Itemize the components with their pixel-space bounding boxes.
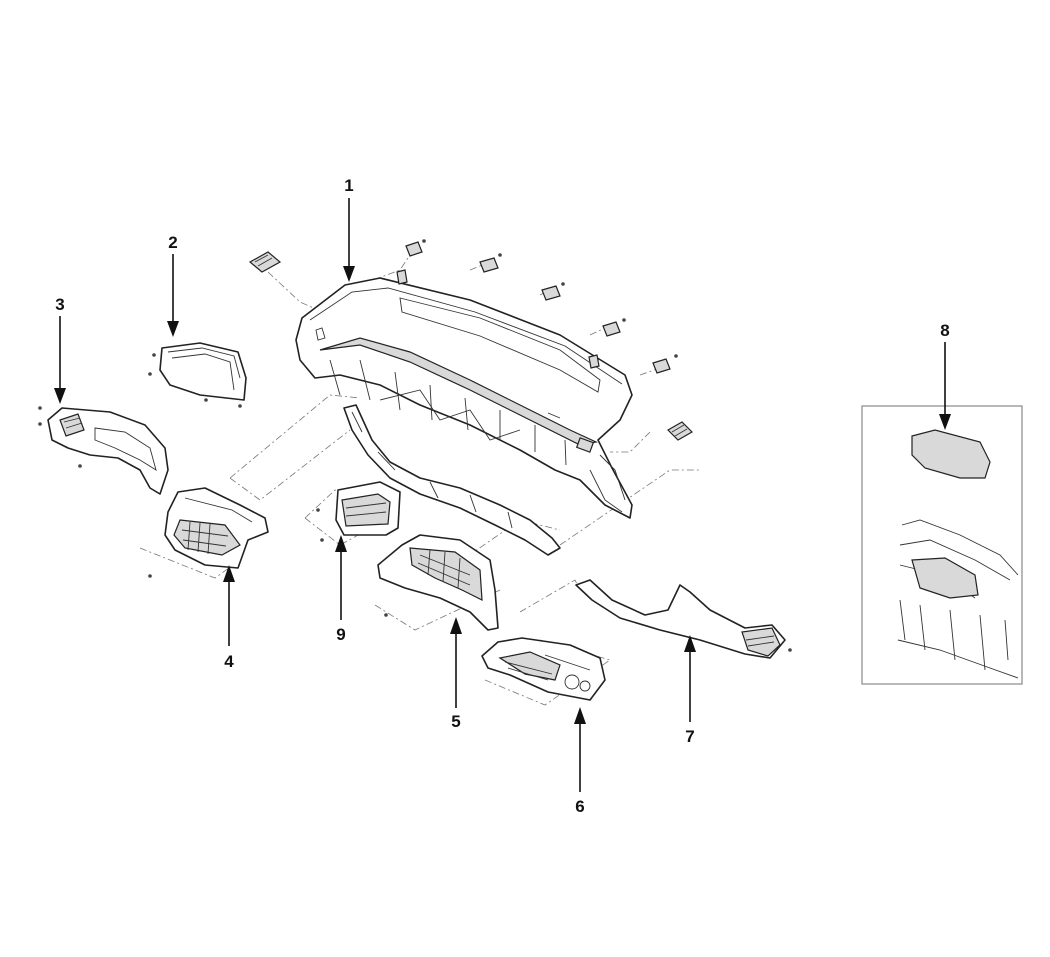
callout-5: 5	[451, 712, 460, 731]
callout-arrows	[54, 198, 951, 792]
center-support-bracket-part	[316, 404, 561, 556]
assembly-guide-lines	[139, 254, 943, 706]
crash-pad-main-panel	[248, 239, 693, 519]
cluster-housing-part	[148, 342, 247, 408]
callout-6: 6	[575, 797, 584, 816]
lower-cover-part	[481, 637, 606, 701]
callout-8: 8	[940, 321, 949, 340]
callout-4: 4	[224, 652, 234, 671]
side-trim-part	[575, 579, 792, 659]
glove-box-lower-panel-part	[377, 534, 499, 631]
inset-detail-frame	[861, 405, 1023, 685]
callout-labels: 1 2 3 4 5 6 7 8 9	[55, 176, 949, 816]
center-fascia-part	[148, 487, 269, 578]
callout-3: 3	[55, 295, 64, 314]
callout-1: 1	[344, 176, 353, 195]
cluster-fascia-part	[38, 406, 169, 495]
callout-7: 7	[685, 727, 694, 746]
callout-2: 2	[168, 233, 177, 252]
callout-9: 9	[336, 625, 345, 644]
